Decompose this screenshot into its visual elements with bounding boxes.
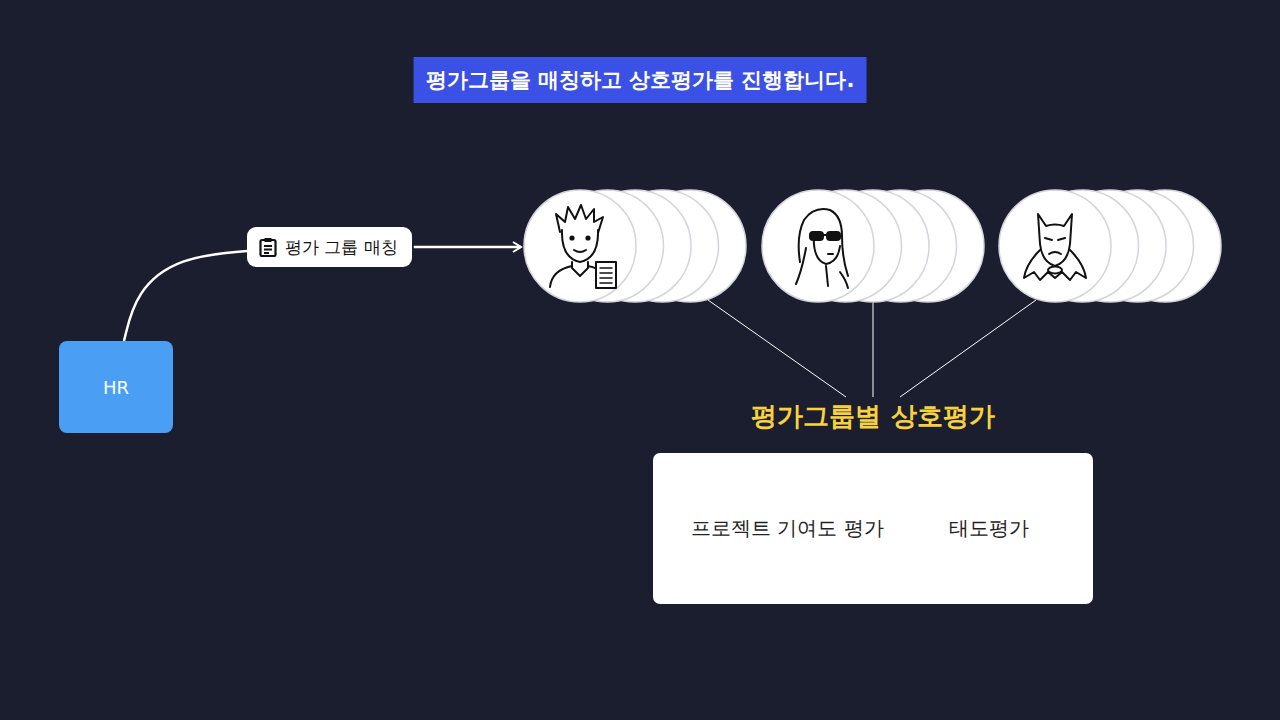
hair <box>799 209 848 276</box>
leader-line <box>900 300 1036 397</box>
group-circle <box>999 190 1111 302</box>
collar <box>572 262 588 276</box>
hair <box>556 205 603 233</box>
node-text: HR <box>103 377 129 398</box>
connector <box>124 251 247 341</box>
clipboard-icon <box>259 237 277 257</box>
group-circle <box>524 190 636 302</box>
cape <box>1024 250 1086 280</box>
group-circle <box>762 190 874 302</box>
node-text: 평가 그룹 매칭 <box>285 236 398 259</box>
leader-line <box>873 303 874 397</box>
face <box>562 230 598 262</box>
neck <box>826 266 848 288</box>
leader-lines <box>708 300 1036 397</box>
evaluation-box: 태도평가 <box>885 453 1093 604</box>
sunglasses <box>810 232 823 240</box>
eye <box>586 236 589 239</box>
title-text: 평가그룹을 매칭하고 상호평가를 진행합니다. <box>426 66 855 94</box>
node-text: 태도평가 <box>949 515 1029 542</box>
node-text: 프로젝트 기여도 평가 <box>691 515 884 542</box>
group-heading: 평가그룹별 상호평가 <box>745 399 1000 434</box>
mouth <box>574 250 586 252</box>
person-icons <box>550 205 1086 288</box>
paper-lines <box>600 268 612 283</box>
evaluation-box: 프로젝트 기여도 평가 <box>653 453 922 604</box>
sunglasses <box>827 232 840 240</box>
eye <box>570 236 573 239</box>
action-pill: 평가 그룹 매칭 <box>247 227 412 267</box>
face <box>796 232 840 284</box>
leader-line <box>708 300 846 397</box>
cowl <box>1038 214 1072 266</box>
batman-icon <box>1024 214 1086 280</box>
title-banner: 평가그룹을 매칭하고 상호평가를 진행합니다. <box>414 57 867 103</box>
mouth <box>828 253 833 255</box>
mouth <box>1049 252 1061 254</box>
group-circles <box>524 190 1221 302</box>
man-icon <box>550 205 616 288</box>
bridge <box>823 234 827 236</box>
eyes <box>1045 238 1065 240</box>
actor-box: HR <box>59 341 173 433</box>
arrow-line <box>414 246 521 249</box>
woman-icon <box>796 209 848 288</box>
emblem <box>1048 267 1062 274</box>
paper <box>596 262 616 288</box>
